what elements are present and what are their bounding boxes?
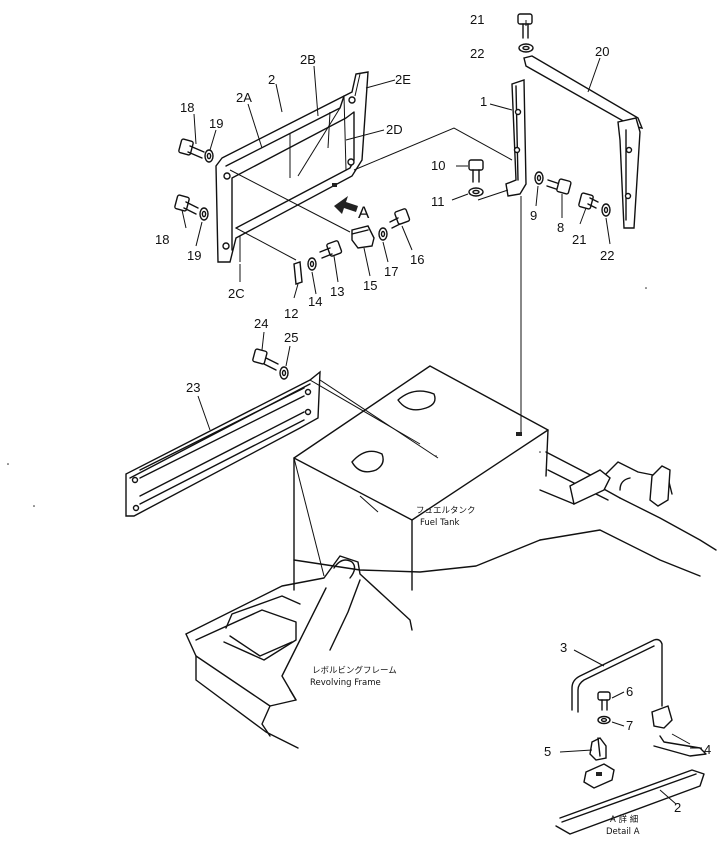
label-2D: 2D	[386, 122, 403, 137]
label-2: 2	[268, 72, 275, 87]
label-2E: 2E	[395, 72, 411, 87]
label-19: 19	[209, 116, 223, 131]
label-24: 24	[254, 316, 268, 331]
label-20: 20	[595, 44, 609, 59]
speckles	[7, 287, 647, 507]
label-2C: 2C	[228, 286, 245, 301]
label-10: 10	[431, 158, 445, 173]
label-8: 8	[557, 220, 564, 235]
fuel-tank-caption-en: Fuel Tank	[420, 518, 459, 528]
label-5: 5	[544, 744, 551, 759]
label-A: A	[358, 203, 370, 222]
label-1: 1	[480, 94, 487, 109]
label-7: 7	[626, 718, 633, 733]
bolt-21-washer-22-side	[578, 192, 611, 217]
label-18: 18	[180, 100, 194, 115]
bolt-18-upper	[178, 138, 214, 163]
label-9: 9	[530, 208, 537, 223]
detail-A	[555, 638, 707, 835]
side-cover-23	[125, 370, 321, 517]
bolt-24-washer-25	[252, 348, 289, 380]
label-11: 11	[431, 194, 445, 209]
captions: フュエルタンク Fuel Tank レボルビングフレーム Revolving F…	[310, 506, 640, 837]
label-3: 3	[560, 640, 567, 655]
label-18-lower: 18	[155, 232, 169, 247]
label-15: 15	[363, 278, 377, 293]
cover-panel-2	[215, 71, 369, 263]
label-leaders	[181, 20, 702, 805]
plate-12	[293, 261, 303, 285]
support-bar-20	[523, 55, 644, 229]
bolt-16-washer-17	[378, 208, 411, 241]
label-16: 16	[410, 252, 424, 267]
label-2-detail: 2	[674, 800, 681, 815]
label-19-lower: 19	[187, 248, 201, 263]
bolt-8-washer-9	[534, 171, 572, 195]
revolving-frame-caption-en: Revolving Frame	[310, 678, 381, 688]
fuel-tank-caption-jp: フュエルタンク	[416, 506, 476, 516]
revolving-frame	[185, 451, 717, 749]
label-21-side: 21	[572, 232, 586, 247]
bracket-1	[505, 79, 527, 197]
label-21: 21	[470, 12, 484, 27]
label-25: 25	[284, 330, 298, 345]
label-22: 22	[470, 46, 484, 61]
bolt-10-washer-11	[468, 159, 484, 197]
label-13: 13	[330, 284, 344, 299]
label-12: 12	[284, 306, 298, 321]
part-labels: 21 22 20 2E 2B 2 2A 1 18 19 2D 10 11 9 8…	[155, 12, 711, 815]
fuel-tank	[293, 365, 549, 591]
bolt-21-top	[517, 13, 534, 53]
label-14: 14	[308, 294, 322, 309]
label-22-side: 22	[600, 248, 614, 263]
detail-caption-jp: A 詳 細	[610, 814, 638, 825]
assembly-leaders	[229, 127, 522, 432]
label-17: 17	[384, 264, 398, 279]
label-2B: 2B	[300, 52, 316, 67]
view-arrow-A	[334, 196, 358, 214]
label-23: 23	[186, 380, 200, 395]
label-4: 4	[704, 742, 711, 757]
detail-caption-en: Detail A	[606, 827, 640, 837]
label-6: 6	[626, 684, 633, 699]
handle-15	[351, 225, 375, 249]
label-2A: 2A	[236, 90, 252, 105]
bolt-18-lower	[174, 194, 209, 221]
revolving-frame-caption-jp: レボルビングフレーム	[312, 665, 397, 676]
bolt-13-washer-14	[307, 240, 343, 271]
